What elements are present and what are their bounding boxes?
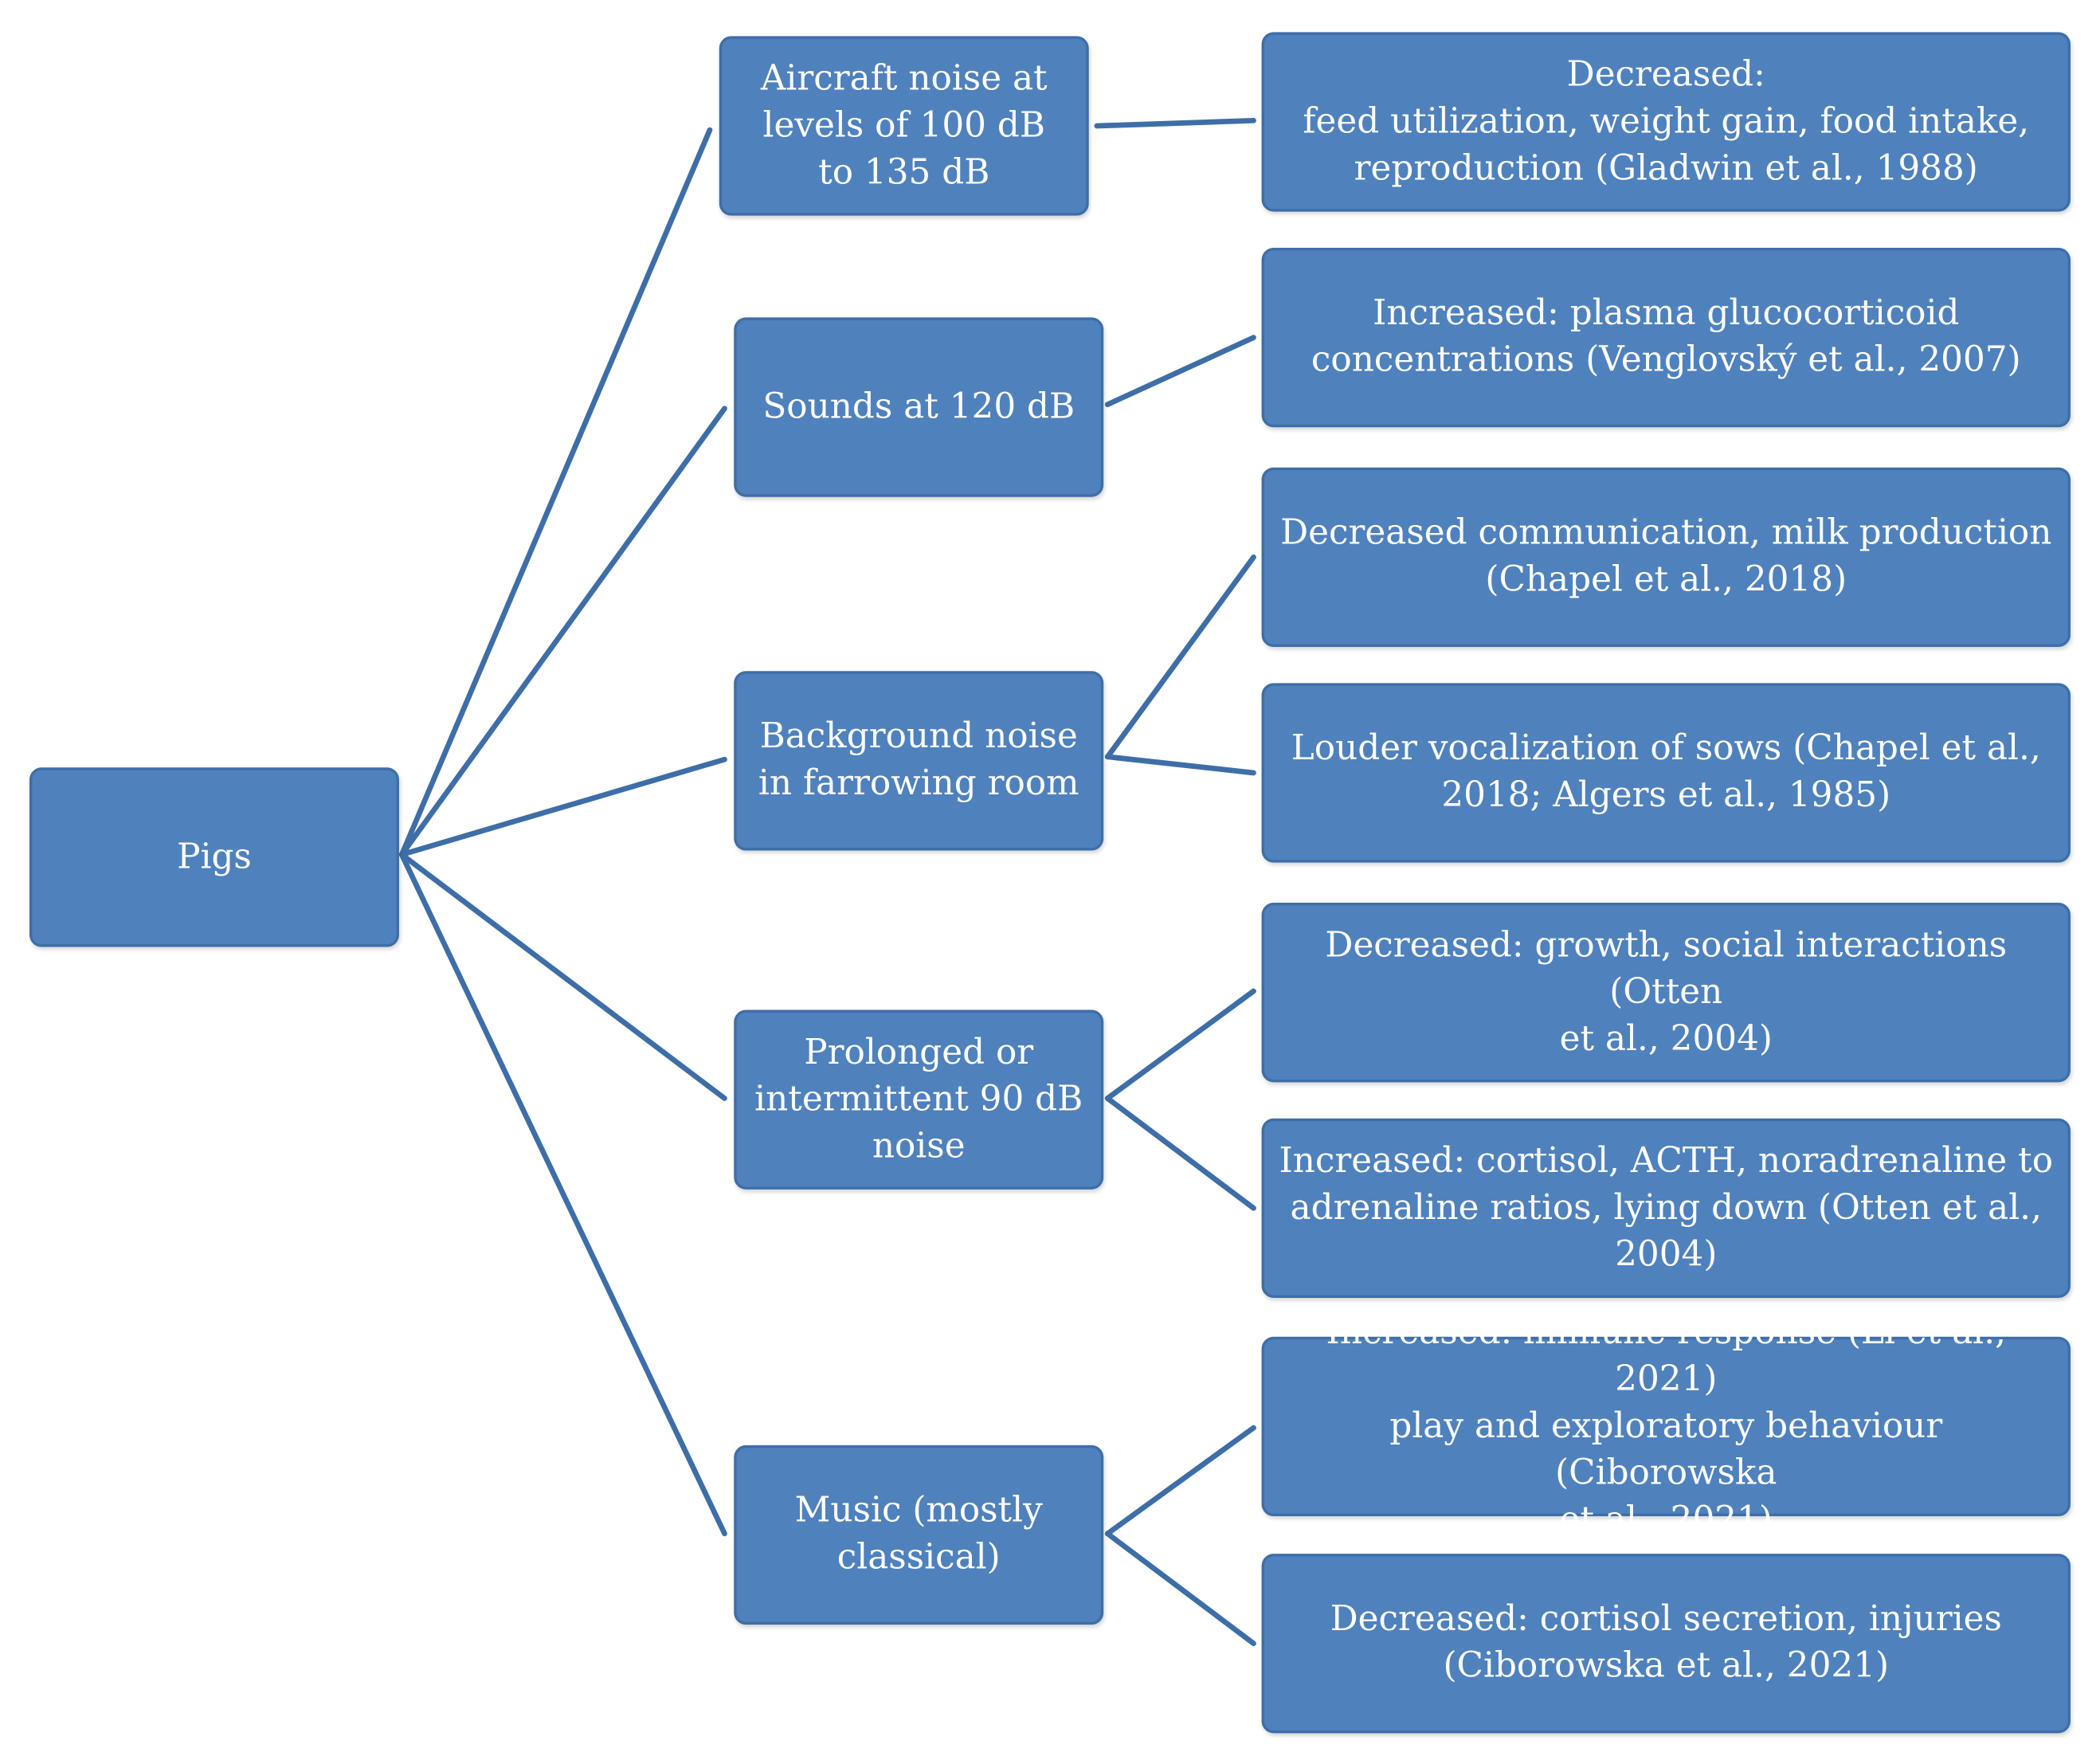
effect-label: Decreased: growth, social interactions (… <box>1325 924 2008 1059</box>
branch-label: Sounds at 120 dB <box>762 386 1075 427</box>
connector-branch-3-effect-4 <box>1104 754 1256 776</box>
connector-branch-1-effect-1 <box>1094 117 1256 129</box>
connector-branch-5-effect-7 <box>1104 1425 1256 1537</box>
root-node-pigs: Pigs <box>29 767 399 947</box>
branch-prolonged-noise: Prolonged or intermittent 90 dB noise <box>734 1009 1104 1190</box>
effect-label: Decreased: feed utilization, weight gain… <box>1303 54 2030 189</box>
effect-prolonged-decreased: Decreased: growth, social interactions (… <box>1261 903 2071 1083</box>
connector-root-branch-4 <box>398 852 727 1101</box>
effect-label: Increased: plasma glucocorticoid concent… <box>1311 293 2021 381</box>
branch-label: Aircraft noise at levels of 100 dB to 13… <box>760 58 1048 193</box>
branch-label: Background noise in farrowing room <box>758 716 1079 804</box>
connector-branch-5-effect-8 <box>1104 1531 1256 1647</box>
effect-music-increased: Increased: immune response (Li et al., 2… <box>1261 1312 2071 1539</box>
effect-label: Increased: immune response (Li et al., 2… <box>1326 1311 2007 1540</box>
connector-root-branch-3 <box>398 756 727 857</box>
branch-music: Music (mostly classical) <box>734 1445 1104 1625</box>
branch-label: Music (mostly classical) <box>794 1491 1043 1578</box>
branch-label: Prolonged or intermittent 90 dB noise <box>754 1032 1083 1166</box>
branch-aircraft-noise: Aircraft noise at levels of 100 dB to 13… <box>719 36 1089 216</box>
branch-sounds-120db: Sounds at 120 dB <box>734 317 1104 497</box>
effect-label: Decreased communication, milk production… <box>1280 512 2052 601</box>
effect-prolonged-increased: Increased: cortisol, ACTH, noradrenaline… <box>1261 1118 2071 1298</box>
effect-label: Increased: cortisol, ACTH, noradrenaline… <box>1279 1140 2054 1275</box>
effect-sounds-increased: Increased: plasma glucocorticoid concent… <box>1261 248 2071 428</box>
effect-label: Decreased: cortisol secretion, injuries … <box>1330 1599 2002 1687</box>
connector-branch-4-effect-6 <box>1104 1096 1256 1211</box>
branch-background-noise: Background noise in farrowing room <box>734 671 1104 851</box>
connector-root-branch-2 <box>398 406 727 857</box>
connector-branch-4-effect-5 <box>1104 988 1256 1101</box>
connector-root-branch-1 <box>398 127 713 857</box>
effect-music-decreased: Decreased: cortisol secretion, injuries … <box>1261 1554 2071 1734</box>
effect-background-decreased: Decreased communication, milk production… <box>1261 467 2071 647</box>
effect-aircraft-decreased: Decreased: feed utilization, weight gain… <box>1261 32 2071 212</box>
effect-label: Louder vocalization of sows (Chapel et a… <box>1291 728 2041 816</box>
connector-branch-2-effect-2 <box>1104 335 1256 408</box>
effect-background-louder-vocalization: Louder vocalization of sows (Chapel et a… <box>1261 683 2071 863</box>
connector-branch-3-effect-3 <box>1104 554 1256 760</box>
root-node-label: Pigs <box>177 836 252 877</box>
connector-root-branch-5 <box>398 852 727 1537</box>
